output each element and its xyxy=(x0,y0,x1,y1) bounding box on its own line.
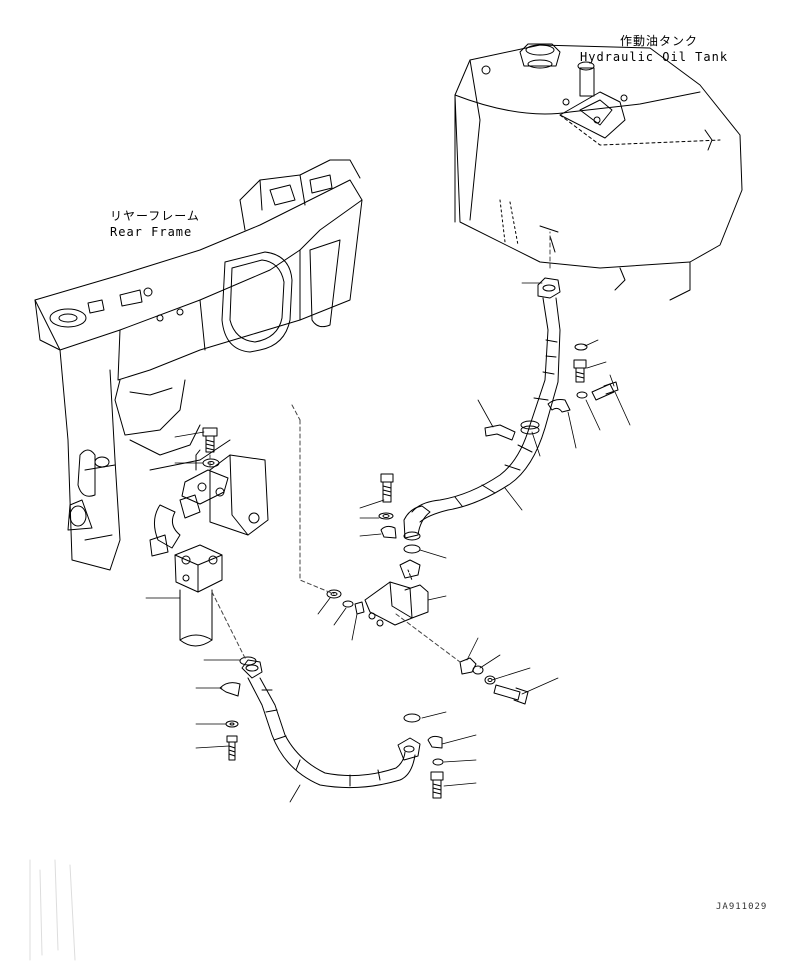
leader-lines xyxy=(146,283,630,802)
clamp-bolt xyxy=(592,382,618,400)
lower-clamp-half-right xyxy=(428,736,442,748)
lower-o-ring-right xyxy=(404,714,420,722)
suction-hose-lower xyxy=(242,660,420,788)
assembly-lines xyxy=(210,232,550,662)
clamp-washer xyxy=(577,392,587,398)
filter-mount-bolt xyxy=(203,428,217,452)
bracket-washer-mid xyxy=(343,601,353,607)
tank-label-en: Hydraulic Oil Tank xyxy=(580,50,729,64)
suction-hose-upper xyxy=(404,278,560,540)
bracket-washer-right-1 xyxy=(473,666,483,674)
tank-label-jp: 作動油タンク xyxy=(620,34,699,48)
frame-label-jp: リヤーフレーム xyxy=(110,209,200,223)
bracket-washer-left xyxy=(327,590,341,598)
lower-washer-right xyxy=(433,759,443,765)
drawing-code: JA911029 xyxy=(716,902,768,912)
filter-assembly xyxy=(150,450,268,646)
elbow-bolt xyxy=(381,474,393,502)
bracket-bolt-right xyxy=(494,685,528,704)
lower-bolt-left xyxy=(227,736,237,760)
hydraulic-oil-tank xyxy=(455,44,742,300)
tank-flange-bolt xyxy=(574,360,586,382)
tank-flange-washer xyxy=(575,344,587,350)
hose-clamp-upper xyxy=(485,400,570,441)
lower-flange-o-ring xyxy=(240,657,256,665)
lower-clamp-half-left xyxy=(220,683,240,696)
elbow-clamp-half xyxy=(381,526,396,538)
filter-mount-washer xyxy=(203,459,219,467)
bracket-nut xyxy=(355,602,364,614)
bracket-washer-right-2 xyxy=(485,676,495,684)
lower-washer-left xyxy=(226,721,238,727)
rear-frame xyxy=(30,160,362,960)
elbow-washer xyxy=(379,513,393,519)
lower-bolt-right xyxy=(431,772,443,798)
frame-label-en: Rear Frame xyxy=(110,225,193,239)
hose-bracket xyxy=(365,560,428,626)
elbow-o-ring xyxy=(404,545,420,553)
